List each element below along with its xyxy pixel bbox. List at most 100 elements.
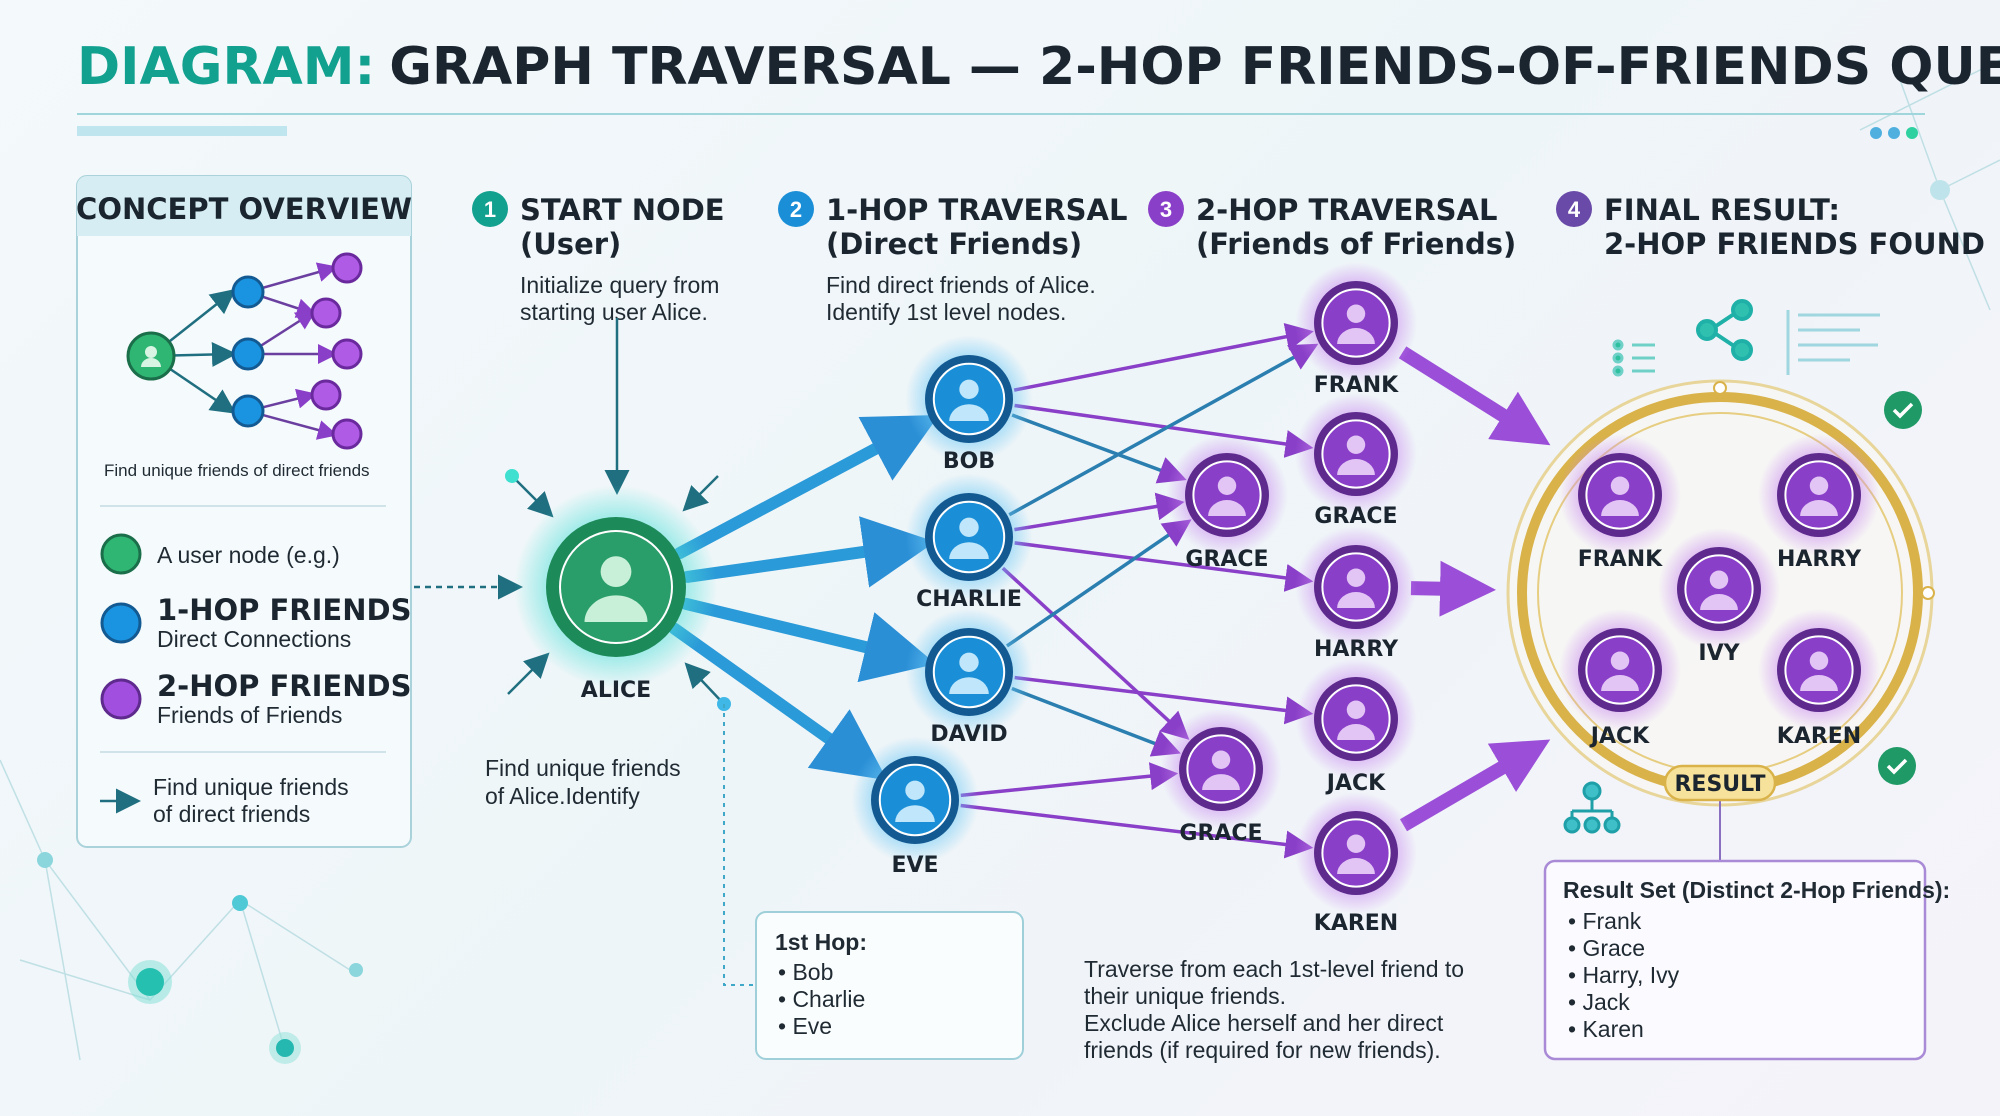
- edge-hop1-to-hop2: [1008, 343, 1319, 517]
- page-title: DIAGRAM:GRAPH TRAVERSAL — 2-HOP FRIENDS-…: [77, 37, 2000, 97]
- check-icon: [1886, 758, 1908, 775]
- node-frank[interactable]: FRANK: [1295, 262, 1417, 398]
- connector-to-first-hop-box: [723, 704, 756, 986]
- result-set-box: Result Set (Distinct 2-Hop Friends): • F…: [1543, 859, 1950, 1061]
- node-label: KAREN: [1777, 724, 1861, 749]
- edge-hop1-to-hop2: [1011, 413, 1187, 484]
- node-harry[interactable]: HARRY: [1295, 526, 1417, 662]
- node-label: GRACE: [1179, 821, 1262, 846]
- node-label: JACK: [1325, 771, 1386, 796]
- edge-hop1-to-hop2: [1014, 675, 1314, 725]
- node-jack[interactable]: JACK: [1295, 658, 1417, 796]
- result-badge: RESULT: [1663, 764, 1777, 861]
- edge-hop1-to-hop2: [1014, 403, 1314, 458]
- legend-arrow-text: of direct friends: [153, 801, 310, 827]
- node-grace[interactable]: GRACE: [1295, 393, 1417, 529]
- alice-note: of Alice.Identify: [485, 783, 640, 809]
- overview-caption: Find unique friends of direct friends: [104, 461, 370, 480]
- hierarchy-icon: [1563, 781, 1621, 834]
- node-label: FRANK: [1578, 547, 1663, 572]
- traverse-note-line: their unique friends.: [1084, 983, 1286, 1009]
- edge-hop1-to-hop2: [960, 762, 1179, 798]
- graph-nodes: ALICEBOBCHARLIEDAVIDEVEFRANKGRACEHARRYJA…: [514, 262, 1880, 936]
- check-icon: [1892, 402, 1914, 419]
- traverse-note-line: friends (if required for new friends).: [1084, 1037, 1441, 1063]
- node-label: HARRY: [1314, 637, 1399, 662]
- edge-hop1-to-hop2: [1005, 519, 1192, 648]
- legend-title: 1-HOP FRIENDS: [157, 593, 411, 627]
- first-hop-item: • Bob: [778, 959, 833, 985]
- mini-2-hop-node: [331, 252, 363, 284]
- step-number-badge: [778, 191, 814, 227]
- result-node-harry[interactable]: HARRY: [1758, 434, 1880, 572]
- mini-2-hop-node: [331, 418, 363, 450]
- legend-text: Direct Connections: [157, 626, 351, 652]
- node-grace[interactable]: GRACE: [1160, 708, 1282, 846]
- traverse-note-line: Traverse from each 1st-level friend to: [1084, 956, 1464, 982]
- result-set-item: • Grace: [1568, 935, 1645, 961]
- edge-alice-to-eve: [668, 622, 888, 781]
- user-icon: [1208, 476, 1246, 516]
- node-label: BOB: [943, 449, 995, 474]
- alice-incoming-arrows: [414, 469, 731, 711]
- node-eve[interactable]: EVE: [851, 736, 979, 878]
- edge-hop1-to-hop2: [960, 803, 1314, 859]
- step-number-badge: [1556, 191, 1592, 227]
- background-dots: [37, 180, 1950, 1064]
- first-hop-box: 1st Hop: • Bob• Charlie• Eve: [755, 911, 1024, 1060]
- blue-node-swatch: [100, 602, 142, 644]
- user-icon: [1601, 476, 1639, 516]
- step-title: FINAL RESULT:: [1604, 193, 1840, 227]
- user-icon: [1337, 435, 1375, 475]
- user-icon: [949, 652, 989, 694]
- mini-1-hop-node: [231, 394, 265, 428]
- step-subtitle: (User): [520, 227, 621, 261]
- user-icon: [1202, 750, 1240, 790]
- node-bob[interactable]: BOB: [905, 335, 1033, 474]
- step-subtitle: 2-HOP FRIENDS FOUND: [1604, 227, 1985, 261]
- mini-2-hop-node: [310, 379, 342, 411]
- mini-2-hop-node: [331, 338, 363, 370]
- checklist-icon: [1612, 339, 1655, 377]
- edge-alice-to-bob: [673, 414, 939, 560]
- step-4-header: 4 FINAL RESULT:2-HOP FRIENDS FOUND: [1556, 191, 1985, 261]
- traverse-note-line: Exclude Alice herself and her direct: [1084, 1010, 1444, 1036]
- edge-hop1-to-hop2: [1014, 541, 1314, 592]
- result-node-karen[interactable]: KAREN: [1758, 609, 1880, 749]
- result-node-jack[interactable]: JACK: [1559, 609, 1681, 749]
- mini-2-hop-node: [310, 297, 342, 329]
- legend-text: Friends of Friends: [157, 702, 342, 728]
- legend-item-1-hop: 1-HOP FRIENDS Direct Connections: [100, 593, 411, 652]
- node-label: CHARLIE: [916, 587, 1022, 612]
- legend-item-2-hop: 2-HOP FRIENDS Friends of Friends: [100, 669, 411, 728]
- title-main: GRAPH TRAVERSAL — 2-HOP FRIENDS-OF-FRIEN…: [389, 37, 2000, 97]
- step-number: 4: [1568, 197, 1581, 222]
- legend-text: A user node (e.g.): [157, 542, 340, 568]
- user-icon: [1800, 651, 1838, 691]
- user-icon: [1700, 570, 1738, 610]
- mini-1-hop-node: [231, 337, 265, 371]
- result-set-item: • Jack: [1568, 989, 1630, 1015]
- step-title: 2-HOP TRAVERSAL: [1196, 193, 1497, 227]
- title-decor-dots: [1870, 127, 1918, 139]
- concept-overview-panel: CONCEPT OVERVIEW Find unique friends of …: [76, 175, 412, 848]
- result-set-item: • Karen: [1568, 1016, 1644, 1042]
- node-david[interactable]: DAVID: [905, 608, 1033, 747]
- result-node-ivy[interactable]: IVY: [1658, 528, 1780, 666]
- node-charlie[interactable]: CHARLIE: [905, 473, 1033, 612]
- node-alice[interactable]: ALICE: [514, 485, 718, 704]
- legend-arrow-text: Find unique friends: [153, 774, 349, 800]
- node-karen[interactable]: KAREN: [1295, 792, 1417, 936]
- result-set-item: • Harry, Ivy: [1568, 962, 1680, 988]
- node-grace[interactable]: GRACE: [1166, 434, 1288, 572]
- edge-hop1-to-hop2: [1011, 686, 1181, 757]
- concept-overview-heading: CONCEPT OVERVIEW: [76, 192, 412, 226]
- step-description: starting user Alice.: [520, 299, 708, 325]
- edge-alice-to-charlie: [681, 516, 936, 588]
- user-icon: [1337, 568, 1375, 608]
- result-node-frank[interactable]: FRANK: [1559, 434, 1681, 572]
- step-number: 3: [1160, 197, 1172, 222]
- user-icon: [584, 556, 648, 622]
